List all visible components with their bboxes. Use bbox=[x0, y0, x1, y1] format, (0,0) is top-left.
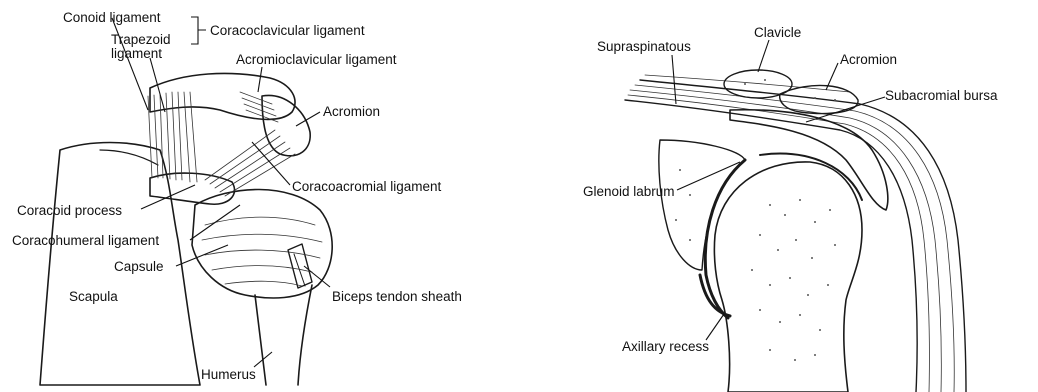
label-clavicle: Clavicle bbox=[754, 25, 801, 40]
left-illustration bbox=[40, 73, 332, 385]
label-trapezoid-ligament-line2: ligament bbox=[111, 46, 162, 61]
label-coracohumeral-ligament: Coracohumeral ligament bbox=[12, 233, 159, 248]
label-acromion-right: Acromion bbox=[840, 52, 897, 67]
label-scapula: Scapula bbox=[69, 289, 118, 304]
label-coracoacromial-ligament: Coracoacromial ligament bbox=[292, 179, 442, 194]
label-conoid-ligament: Conoid ligament bbox=[63, 10, 161, 25]
label-glenoid-labrum: Glenoid labrum bbox=[583, 184, 675, 199]
label-humerus: Humerus bbox=[201, 367, 256, 382]
label-subacromial-bursa: Subacromial bursa bbox=[885, 88, 998, 103]
label-biceps-tendon-sheath: Biceps tendon sheath bbox=[332, 289, 462, 304]
label-capsule: Capsule bbox=[114, 259, 164, 274]
label-coracoid-process: Coracoid process bbox=[17, 203, 122, 218]
label-supraspinatous: Supraspinatous bbox=[597, 39, 691, 54]
label-trapezoid-ligament-line1: Trapezoid bbox=[111, 32, 171, 47]
label-axillary-recess: Axillary recess bbox=[622, 339, 709, 354]
label-acromion-left: Acromion bbox=[323, 104, 380, 119]
left-labels: Conoid ligament Trapezoid ligament Corac… bbox=[12, 10, 462, 382]
label-acromioclavicular-ligament: Acromioclavicular ligament bbox=[236, 52, 397, 67]
label-coracoclavicular-ligament: Coracoclavicular ligament bbox=[210, 23, 365, 38]
